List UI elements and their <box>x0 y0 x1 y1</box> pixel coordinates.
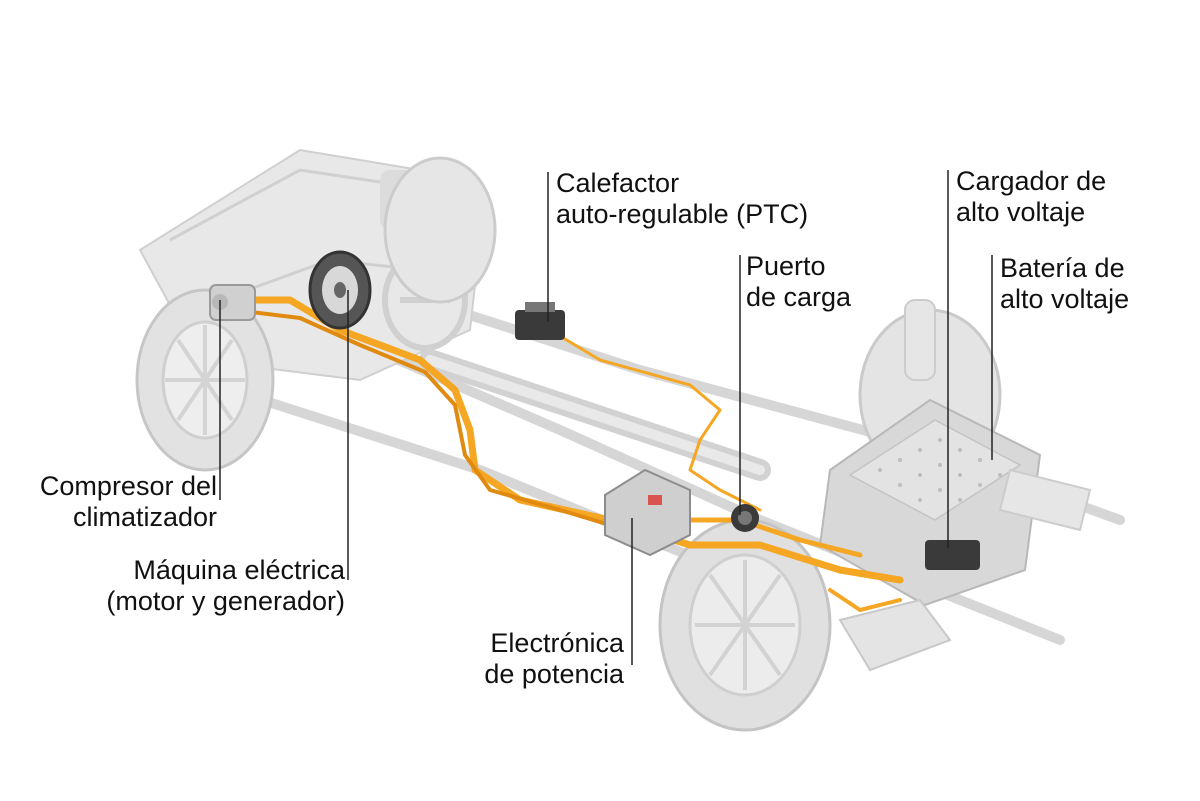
label-ptc-heater-line1: Calefactor <box>556 168 680 198</box>
label-ptc-heater: Calefactor auto-regulable (PTC) <box>556 168 808 230</box>
label-ac-compressor-line2: climatizador <box>72 502 217 532</box>
label-hv-charger-line2: alto voltaje <box>956 197 1086 227</box>
power-electronics <box>604 468 691 557</box>
label-power-electronics: Electrónica de potencia <box>484 628 624 690</box>
label-hv-charger-line1: Cargador de <box>956 166 1107 196</box>
label-ptc-heater-line2: auto-regulable (PTC) <box>556 199 809 229</box>
label-charging-port-line1: Puerto <box>746 251 826 281</box>
front-right-wheel <box>383 156 497 304</box>
ac-compressor <box>209 284 256 321</box>
rear-left-wheel <box>658 518 832 732</box>
ptc-heater <box>515 302 565 340</box>
electric-motor <box>308 250 372 330</box>
battery-pack <box>818 398 1042 607</box>
label-ac-compressor-line1: Compresor del <box>39 471 217 501</box>
label-hv-battery: Batería de alto voltaje <box>1000 253 1129 315</box>
label-hv-battery-line2: alto voltaje <box>1000 284 1130 314</box>
label-electric-machine-line1: Máquina eléctrica <box>133 555 345 585</box>
label-charging-port-line2: de carga <box>746 282 852 312</box>
label-power-electronics-line1: Electrónica <box>490 628 624 658</box>
rear-shock <box>904 299 936 381</box>
leader-lines <box>219 170 993 665</box>
front-left-wheel <box>135 288 275 472</box>
label-electric-machine: Máquina eléctrica (motor y generador) <box>106 555 345 617</box>
label-hv-charger: Cargador de alto voltaje <box>956 166 1106 228</box>
label-hv-battery-line1: Batería de <box>1000 253 1125 283</box>
drive-shaft <box>419 349 771 481</box>
charging-port-unit <box>731 504 759 532</box>
label-charging-port: Puerto de carga <box>746 251 851 313</box>
label-ac-compressor: Compresor del climatizador <box>40 471 217 533</box>
hv-charger-unit <box>925 540 980 570</box>
label-power-electronics-line2: de potencia <box>484 659 624 689</box>
label-electric-machine-line2: (motor y generador) <box>106 586 345 616</box>
rear-muffler <box>838 468 1092 672</box>
